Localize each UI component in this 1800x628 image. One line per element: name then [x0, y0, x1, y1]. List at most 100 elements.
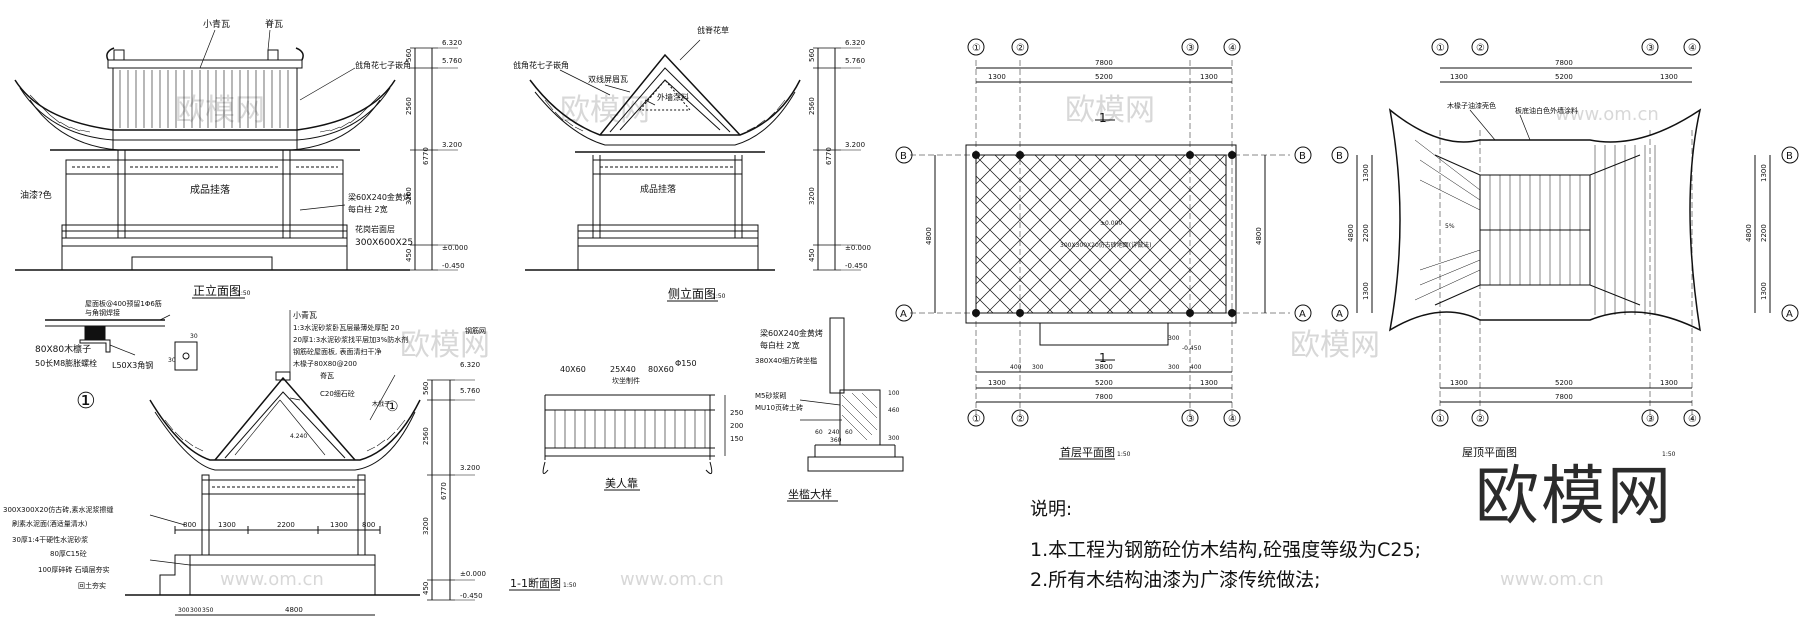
label: 每白柱 2宽 — [760, 340, 800, 350]
section-1-1-text: 小青瓦 1:3水泥砂浆卧瓦层最薄处厚配 20 20厚1:3水泥砂浆找平层加3%防… — [3, 310, 577, 614]
dim: 60 — [815, 429, 823, 436]
dim: 450 — [422, 582, 430, 595]
label: 回土夯实 — [78, 581, 106, 590]
dim: 800 — [362, 521, 375, 529]
dim: 7800 — [1555, 59, 1573, 67]
ground-plan — [895, 38, 1312, 427]
dim: 7800 — [1555, 393, 1573, 401]
dim: 4800 — [1255, 227, 1263, 245]
dim: 560 — [808, 49, 816, 62]
label-bench: 花岗岩面层 — [355, 224, 395, 234]
watermark-url: www.om.cn — [220, 569, 324, 590]
label-beam: 梁60X240金黄烤 — [348, 192, 411, 202]
label: 屋面板@400预留1Φ6筋 — [85, 299, 162, 308]
level: 6.320 — [460, 361, 480, 369]
label: MU10页砖土砖 — [755, 403, 803, 412]
dim: 3200 — [808, 187, 816, 205]
dim: 6770 — [422, 147, 430, 165]
dim: 1300 — [1362, 164, 1370, 182]
level: -0.450 — [460, 592, 483, 600]
drawing-title: 侧立面图 — [668, 286, 716, 301]
dim: 1300 — [330, 521, 348, 529]
axis-label: B — [1336, 151, 1343, 162]
axis-label: ④ — [1688, 414, 1697, 425]
level: 6.320 — [442, 39, 462, 47]
dim: 1300 — [1200, 379, 1218, 387]
label: M5砂浆砌 — [755, 391, 787, 400]
detail-marker: ① — [386, 399, 399, 415]
axis-label: ① — [972, 414, 981, 425]
dim: 5200 — [1555, 379, 1573, 387]
level: 5.760 — [442, 57, 462, 65]
label: Φ150 — [675, 359, 697, 368]
dim: 2200 — [1760, 224, 1768, 242]
watermark: 欧模网 — [560, 93, 650, 128]
level: 3.200 — [442, 141, 462, 149]
level: ±0.000 — [442, 244, 468, 252]
axis-label: ③ — [1646, 414, 1655, 425]
dim: 300 — [178, 607, 190, 614]
dim: 460 — [888, 407, 900, 414]
roof-plan — [1331, 38, 1799, 427]
label: 钢筋砼屋面板, 表面清扫干净 — [293, 347, 381, 356]
dim: 100 — [888, 390, 900, 397]
dim: 6770 — [825, 147, 833, 165]
drawing-title: 1-1断面图 — [510, 576, 561, 590]
dim: 1300 — [1200, 73, 1218, 81]
drawing-scale: 1:50 — [1662, 451, 1676, 458]
drawing-title: 正立面图 — [193, 283, 241, 298]
side-elevation — [525, 39, 861, 271]
label: 40X60 — [560, 365, 586, 374]
axis-label: ① — [972, 43, 981, 54]
dim: 1300 — [988, 73, 1006, 81]
dim: 400 — [1010, 364, 1022, 371]
dim: 300 — [190, 607, 202, 614]
dim: 4800 — [285, 606, 303, 614]
drawing-scale: 1:50 — [1117, 451, 1131, 458]
label-corner-ornament: 戗角花七子嵌角 — [355, 60, 411, 70]
label: 20厚1:3水泥砂浆找平层加3%防水剂 — [293, 335, 408, 344]
label: 梁60X240金黄烤 — [760, 328, 823, 338]
level: 3.200 — [460, 464, 480, 472]
axis-label: ③ — [1646, 43, 1655, 54]
section-1-1 — [125, 310, 475, 616]
dim: 6770 — [440, 482, 448, 500]
dim: 30 — [168, 357, 176, 364]
label: 80厚C15砼 — [50, 549, 87, 558]
level: ±0.000 — [460, 570, 486, 578]
axis-label: ④ — [1228, 43, 1237, 54]
label: 板底油白色外墙涂料 — [1515, 106, 1578, 115]
label: 300X300X20仿古砖,素水泥浆擦缝 — [3, 505, 113, 514]
axis-label: ④ — [1688, 43, 1697, 54]
watermark: 欧模网 — [1290, 328, 1380, 363]
drawing-title: 首层平面图 — [1060, 445, 1115, 459]
ground-plan-text: ① ② ③ ④ ① ② ③ ④ B A B A 7800 1300 5200 1… — [900, 43, 1306, 460]
level: -0.450 — [442, 262, 465, 270]
dim: 300 — [1032, 364, 1044, 371]
label: 木戗子 — [372, 400, 390, 408]
dim: 300 — [888, 435, 900, 442]
roof-plan-text: ① ② ③ ④ ① ② ③ ④ B A B A 7800 1300 5200 1… — [1336, 43, 1793, 459]
label-ornament: 戗角花七子嵌角 — [513, 60, 569, 70]
label: 50长M8膨胀螺栓 — [35, 358, 97, 368]
axis-label: B — [1299, 151, 1306, 162]
level: 5.760 — [460, 387, 480, 395]
dim: 7800 — [1095, 59, 1113, 67]
dim: 3200 — [422, 517, 430, 535]
detail-marker: ① — [76, 389, 96, 414]
axis-label: ① — [1436, 414, 1445, 425]
drawing-title: 屋顶平面图 — [1462, 446, 1517, 459]
label: 木椽子80X80@200 — [293, 359, 357, 368]
seat-detail — [799, 317, 904, 472]
drawing-scale: 1:50 — [237, 290, 251, 297]
label: C20细石砼 — [320, 389, 355, 398]
notes-title: 说明: — [1030, 499, 1073, 520]
dim: 2200 — [1362, 224, 1370, 242]
watermark-url: www.om.cn — [1500, 569, 1604, 590]
dim: 1300 — [1760, 164, 1768, 182]
dim: 2560 — [405, 97, 413, 115]
dim: 4800 — [925, 227, 933, 245]
label: 80X60 — [648, 365, 674, 374]
floor-note: 300X300X20仿古砖地面(详做法) — [1060, 241, 1151, 249]
